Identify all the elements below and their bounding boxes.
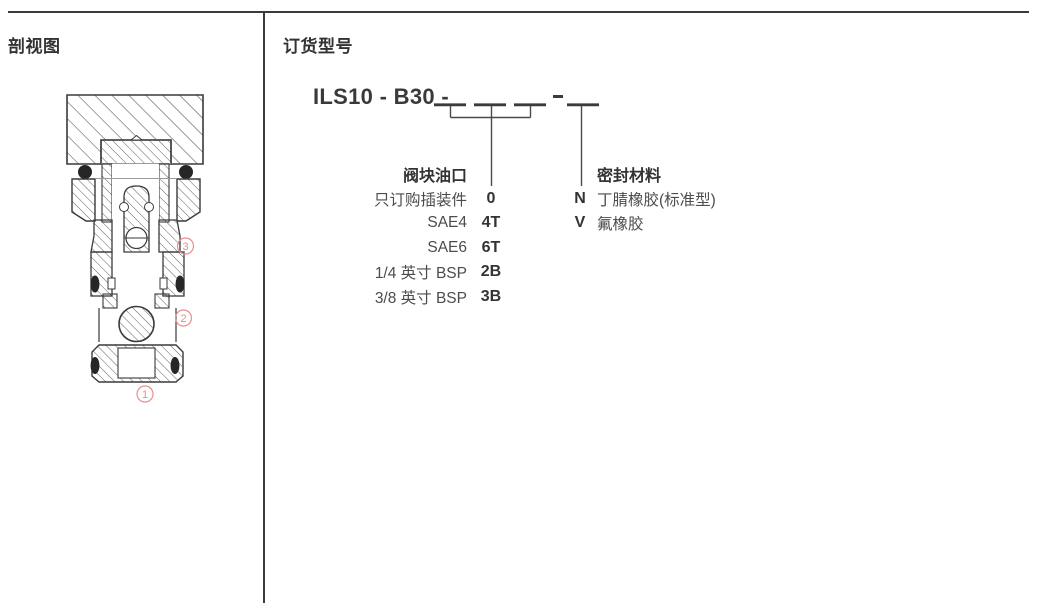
callout-1: 1	[142, 389, 148, 401]
ordering-title: 订货型号	[283, 37, 353, 56]
port-option-code: 6T	[481, 238, 501, 256]
port-option-row: 只订购插装件 0	[335, 187, 505, 212]
callout-1-circle	[136, 385, 154, 403]
seal-option-label: 丁腈橡胶(标准型)	[597, 191, 716, 209]
poppet-groove-left	[119, 202, 129, 212]
seal-group-header: 密封材料	[597, 168, 662, 186]
port-bracket	[449, 106, 532, 119]
port-option-label: SAE4	[427, 214, 467, 232]
port-group-header: 阀块油口	[402, 168, 467, 186]
port-option-row: SAE4 4T	[335, 211, 505, 236]
seat-wall-left	[102, 293, 118, 309]
top-border-rule	[8, 11, 1029, 13]
port-option-row: 1/4 英寸 BSP 2B	[335, 260, 505, 285]
port-options-group: 阀块油口 只订购插装件 0 SAE4 4T SAE6 6T 1/4 英寸 BSP…	[335, 162, 505, 309]
seal-option-row: N 丁腈橡胶(标准型)	[565, 187, 716, 212]
port-option-code: 4T	[481, 214, 501, 232]
callout-2-circle	[174, 309, 193, 327]
o-ring-mid-left	[90, 275, 100, 293]
port-option-code: 3B	[480, 287, 502, 305]
seal-option-label: 氟橡胶	[597, 216, 644, 234]
port-group-header-row: 阀块油口	[335, 162, 505, 187]
cross-section-title: 剖视图	[8, 37, 61, 56]
port-option-code: 0	[486, 189, 496, 207]
o-ring-top-left	[78, 165, 92, 179]
hex-flat-right	[176, 178, 201, 222]
port-option-label: 3/8 英寸 BSP	[374, 289, 467, 307]
seal-option-code: V	[574, 214, 586, 232]
nose-bore	[117, 347, 156, 379]
port-option-row: SAE6 6T	[335, 236, 505, 261]
hex-flat-left	[71, 178, 96, 222]
section-divider	[263, 11, 265, 603]
cartridge-cap	[100, 139, 172, 165]
callout-3-circle	[176, 237, 195, 255]
port-option-row: 3/8 英寸 BSP 3B	[335, 285, 505, 310]
sleeve-wall-left	[101, 163, 113, 223]
valve-cross-section-drawing: 3 2 1	[66, 94, 204, 403]
o-ring-top-right	[179, 165, 193, 179]
model-code-prefix: ILS10 - B30 -	[313, 84, 449, 109]
o-ring-mid-right	[175, 275, 185, 293]
backup-ring-right	[159, 277, 168, 290]
seal-option-code: N	[574, 189, 586, 207]
seal-options-group: 密封材料 N 丁腈橡胶(标准型) V 氟橡胶	[565, 162, 716, 236]
poppet-groove-right	[144, 202, 154, 212]
check-ball	[118, 305, 155, 343]
port-option-label: 只订购插装件	[373, 191, 467, 209]
o-ring-bottom-left	[90, 357, 100, 374]
body-wall-right	[158, 219, 181, 253]
order-code-diagram	[434, 95, 599, 186]
seal-group-header-row: 密封材料	[565, 162, 716, 187]
seal-option-row: V 氟橡胶	[565, 211, 716, 236]
backup-ring-left	[107, 277, 116, 290]
cap-peak	[129, 134, 144, 141]
chamber-outline	[98, 308, 177, 342]
port-option-label: SAE6	[427, 238, 467, 256]
callout-2: 2	[180, 313, 186, 325]
port-option-code: 2B	[480, 263, 502, 281]
callout-3: 3	[182, 241, 188, 253]
seat-wall-right	[154, 293, 170, 309]
sleeve-wall-right	[158, 163, 170, 223]
o-ring-bottom-right	[170, 357, 180, 374]
port-option-label: 1/4 英寸 BSP	[374, 265, 467, 283]
body-wall-left	[90, 219, 113, 253]
